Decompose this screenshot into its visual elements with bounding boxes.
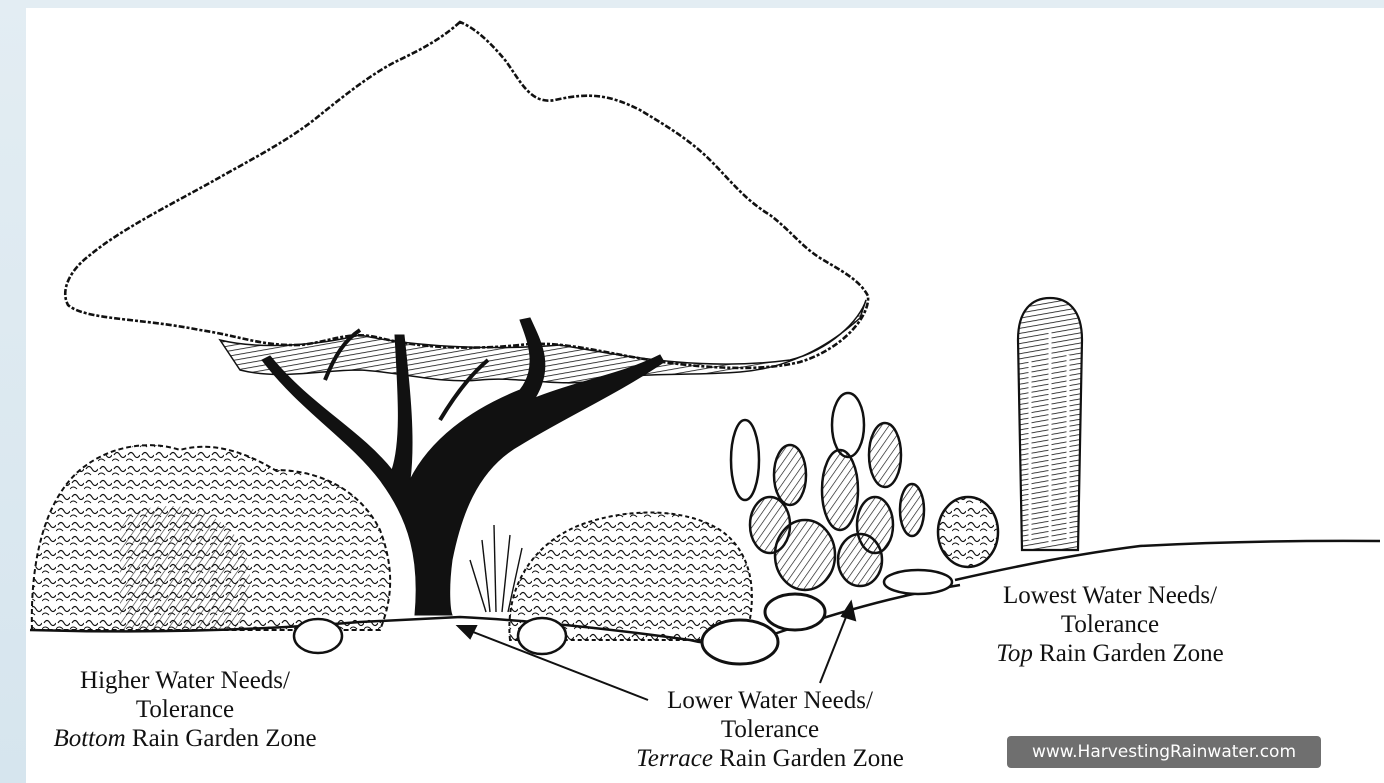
terrace-zone-label: Lower Water Needs/ Tolerance Terrace Rai… [590,686,950,773]
top-zone-line2: Tolerance [940,610,1280,639]
rock [765,594,825,630]
bottom-zone-shrubs [32,445,390,630]
bottom-zone-word: Bottom [53,725,125,752]
rock [518,618,566,654]
barrel-cactus [938,497,998,567]
ground-line-top [955,541,1380,580]
tree-canopy [65,22,868,383]
prickly-pear-cactus [731,393,924,590]
rock [294,619,342,653]
watermark-badge: www.HarvestingRainwater.com [1007,736,1321,768]
top-zone-line3: Top Rain Garden Zone [940,639,1280,668]
top-zone-label: Lowest Water Needs/ Tolerance Top Rain G… [940,581,1280,668]
terrace-zone-word: Terrace [636,745,713,772]
terrace-zone-line2: Tolerance [590,715,950,744]
bottom-zone-rest: Rain Garden Zone [132,725,317,752]
columnar-cactus [1018,298,1082,550]
top-zone-word: Top [996,640,1033,667]
terrace-zone-line3: Terrace Rain Garden Zone [590,744,950,773]
bottom-zone-line2: Tolerance [20,695,350,724]
terrace-zone-rest: Rain Garden Zone [719,745,904,772]
rock [702,620,778,664]
bottom-zone-line1: Higher Water Needs/ [20,666,350,695]
top-zone-rest: Rain Garden Zone [1039,640,1224,667]
bottom-zone-label: Higher Water Needs/ Tolerance Bottom Rai… [20,666,350,753]
top-zone-line1: Lowest Water Needs/ [940,581,1280,610]
terrace-zone-line1: Lower Water Needs/ [590,686,950,715]
bottom-zone-line3: Bottom Rain Garden Zone [20,724,350,753]
